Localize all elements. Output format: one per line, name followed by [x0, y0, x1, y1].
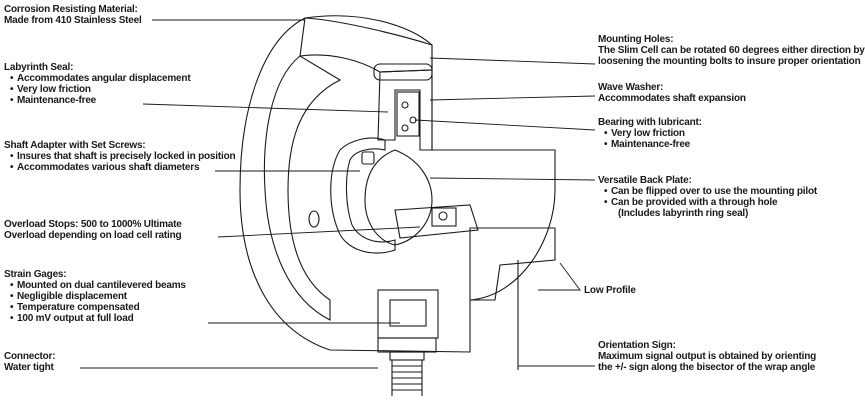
- bullet-item: Maintenance-free: [10, 95, 190, 106]
- callout-heading: Overload Stops: 500 to 1000% Ultimate: [4, 219, 182, 230]
- callout-overload: Overload Stops: 500 to 1000% Ultimate Ov…: [4, 219, 182, 241]
- callout-labyrinth: Labyrinth Seal: Accommodates angular dis…: [4, 62, 191, 106]
- housing-outline: [239, 15, 556, 353]
- callout-bearing: Bearing with lubricant: Very low frictio…: [598, 117, 702, 150]
- strain-gage-cavity: [377, 289, 439, 339]
- callout-mounting: Mounting Holes: The Slim Cell can be rot…: [598, 34, 865, 67]
- callout-material: Corrosion Resisting Material: Made from …: [4, 4, 142, 26]
- mounting-bolt-slot: [373, 63, 433, 81]
- callout-washer: Wave Washer: Accommodates shaft expansio…: [598, 82, 746, 104]
- overload-stop: [394, 204, 479, 239]
- callout-line: the +/- sign along the bisector of the w…: [598, 362, 816, 373]
- bullet-item: 100 mV output at full load: [10, 313, 186, 324]
- bullet-item: Very low friction: [604, 128, 702, 139]
- bearing-race: [396, 91, 420, 137]
- bullet-item: Can be provided with a through hole: [604, 197, 817, 208]
- callout-text: Accommodates shaft expansion: [598, 93, 746, 104]
- inner-ring: [263, 55, 342, 321]
- overload-stop-pocket: [431, 207, 457, 227]
- shaft-adapter: [330, 137, 396, 254]
- callout-adapter: Shaft Adapter with Set Screws: Insures t…: [4, 140, 236, 173]
- leader-profile: [538, 262, 581, 291]
- bullet-item: Accommodates various shaft diameters: [10, 162, 235, 173]
- callout-text: Made from 410 Stainless Steel: [4, 15, 142, 26]
- shaft-bore: [364, 149, 433, 246]
- callout-line: loosening the mounting bolts to insure p…: [598, 56, 861, 67]
- back-plate: [469, 227, 556, 301]
- bullet-item: Can be flipped over to use the mounting …: [604, 186, 817, 197]
- callout-connector: Connector: Water tight: [4, 351, 56, 373]
- bullet-item: Very low friction: [10, 84, 190, 95]
- leader-backplate: [429, 177, 596, 181]
- housing-top-face: [299, 17, 433, 73]
- callout-heading: Shaft Adapter with Set Screws:: [4, 140, 146, 151]
- callout-heading: Corrosion Resisting Material:: [4, 4, 138, 15]
- callout-heading: Connector:: [4, 351, 56, 362]
- bearing-block: [377, 69, 433, 151]
- callout-heading: Strain Gages:: [4, 269, 67, 280]
- bullet-item: Mounted on dual cantilevered beams: [10, 280, 186, 291]
- callout-profile: Low Profile: [584, 285, 636, 296]
- mounting-hole: [308, 210, 320, 228]
- bullet-item: Accommodates angular displacement: [10, 73, 191, 84]
- connector-thread: [391, 360, 423, 396]
- bullet-item: Temperature compensated: [10, 302, 186, 313]
- callout-note: (Includes labyrinth ring seal): [618, 208, 749, 219]
- bearing-ball-3: [401, 124, 409, 132]
- callout-heading: Bearing with lubricant:: [598, 117, 702, 128]
- bullet-item: Maintenance-free: [604, 139, 702, 150]
- bullet-item: Negligible displacement: [10, 291, 186, 302]
- callout-heading: Wave Washer:: [598, 82, 664, 93]
- callout-line: Maximum signal output is obtained by ori…: [598, 351, 817, 362]
- callout-orientation: Orientation Sign: Maximum signal output …: [598, 340, 816, 373]
- leader-overload: [217, 226, 421, 238]
- bullet-item: Insures that shaft is precisely locked i…: [10, 151, 236, 162]
- leader-washer: [429, 95, 596, 101]
- callout-line: The Slim Cell can be rotated 60 degrees …: [598, 45, 865, 56]
- callout-text: Overload depending on load cell rating: [4, 230, 182, 241]
- callout-backplate: Versatile Back Plate: Can be flipped ove…: [598, 175, 817, 219]
- callout-heading: Orientation Sign:: [598, 340, 676, 351]
- callout-strain: Strain Gages: Mounted on dual cantilever…: [4, 269, 186, 324]
- set-screw: [361, 151, 375, 165]
- connector-nut: [389, 351, 425, 361]
- bearing-ball-1: [401, 101, 409, 109]
- strain-gage-beam: [389, 299, 427, 327]
- overload-stop-hole: [438, 211, 448, 221]
- callout-heading: Labyrinth Seal:: [4, 62, 74, 73]
- connector-body: [377, 337, 437, 353]
- callout-text: Water tight: [4, 362, 54, 373]
- leader-mounting: [429, 57, 596, 65]
- leader-bearing: [414, 119, 596, 131]
- leader-lines: [80, 19, 596, 369]
- callout-text: Low Profile: [584, 285, 636, 296]
- callout-heading: Versatile Back Plate:: [598, 175, 692, 186]
- callout-heading: Mounting Holes:: [598, 34, 674, 45]
